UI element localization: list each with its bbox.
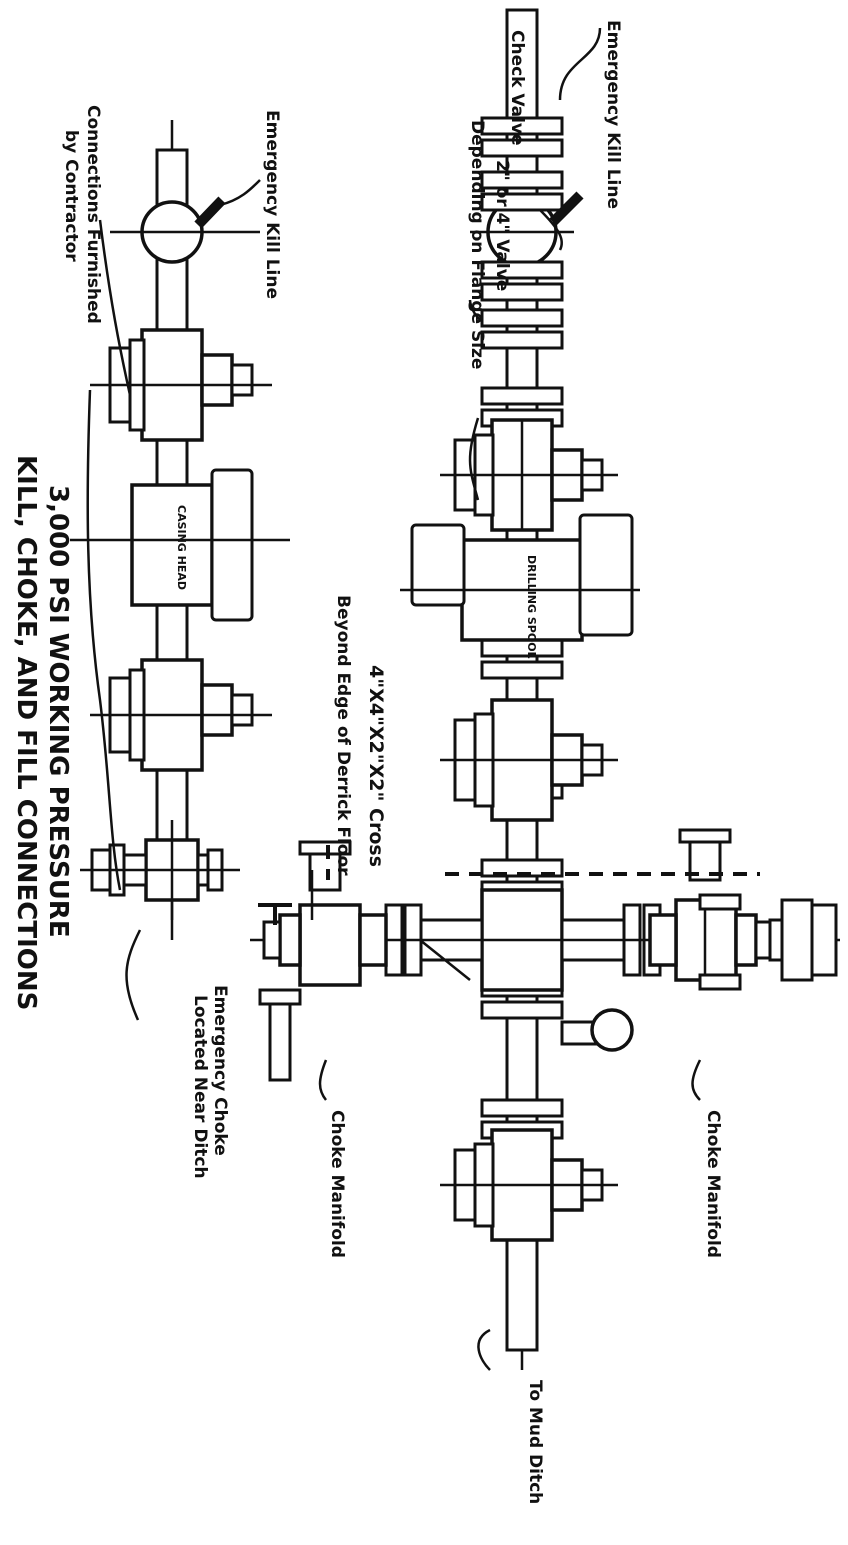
upper-gate-valve-1 [440,418,618,532]
upper-choke-branch [648,828,838,991]
label-casing-head: CASING HEAD [175,505,188,590]
label-emergency-kill-line-top: Emergency Kill Line [603,20,623,209]
lower-choke-branch [258,840,388,1082]
label-emergency-choke-2: Located Near Ditch [190,995,210,1179]
pressure-gauge [560,1008,634,1052]
text-labels: Emergency Kill Line Check Valve 2" or 4"… [11,20,723,1504]
diagram-subtitle: KILL, CHOKE, AND FILL CONNECTIONS [11,455,41,1010]
cross-fitting [250,888,840,992]
label-connections-1: Connections Furnished [83,105,103,324]
upper-gate-valve-2 [440,698,618,822]
derrick-floor-line [326,845,760,880]
label-valve-size-2: Depending on Flange Size [467,120,487,369]
label-cross: 4"X4"X2"X2" Cross [365,665,387,867]
label-mud-ditch: To Mud Ditch [525,1380,545,1504]
label-valve-size-1: 2" or 4" Valve [492,160,512,291]
leader-lines [86,27,702,1371]
upper-gate-valve-3 [440,1128,618,1242]
lower-gate-valve-2 [90,658,272,772]
label-derrick-floor: Beyond Edge of Derrick Floor [333,595,353,876]
label-connections-2: by Contractor [61,130,81,262]
diagram-title: 3,000 PSI WORKING PRESSURE [43,485,73,938]
lower-check-valve [110,196,260,264]
check-valve-symbol [470,170,584,302]
label-emergency-kill-line-bottom: Emergency Kill Line [262,110,282,299]
lower-main-line [70,120,290,940]
label-choke-manifold-bottom: Choke Manifold [327,1110,347,1258]
casing-head [70,468,290,622]
upper-main-line [250,8,840,1370]
lower-gate-valve-1 [90,328,272,442]
drilling-spool [400,513,640,642]
label-emergency-choke-1: Emergency Choke [210,985,230,1156]
label-choke-manifold-top: Choke Manifold [703,1110,723,1258]
label-drilling-spool: DRILLING SPOOL [525,555,538,659]
label-check-valve: Check Valve [507,30,527,146]
